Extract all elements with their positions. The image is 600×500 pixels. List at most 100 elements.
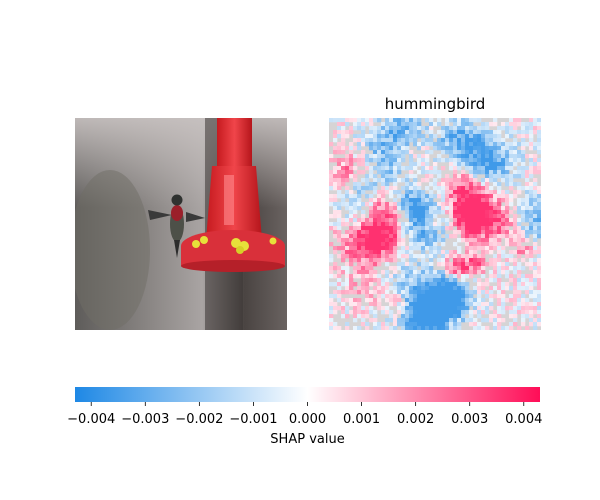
heatmap-cell [453, 154, 458, 159]
heatmap-cell [369, 138, 374, 143]
heatmap-cell [441, 306, 446, 311]
heatmap-cell [453, 122, 458, 127]
feeder-figure [181, 118, 285, 272]
heatmap-cell [329, 326, 334, 330]
heatmap-cell [469, 250, 474, 255]
heatmap-cell [421, 226, 426, 231]
heatmap-cell [505, 158, 510, 163]
heatmap-cell [361, 230, 366, 235]
heatmap-cell [389, 146, 394, 151]
heatmap-cell [537, 198, 541, 203]
heatmap-cell [337, 270, 342, 275]
heatmap-cell [489, 246, 494, 251]
heatmap-cell [485, 238, 490, 243]
heatmap-cell [505, 306, 510, 311]
heatmap-cell [349, 146, 354, 151]
heatmap-cell [389, 158, 394, 163]
heatmap-cell [365, 154, 370, 159]
heatmap-cell [409, 166, 414, 171]
heatmap-cell [533, 226, 538, 231]
heatmap-cell [445, 202, 450, 207]
heatmap-cell [361, 178, 366, 183]
heatmap-cell [461, 118, 466, 123]
heatmap-cell [537, 302, 541, 307]
heatmap-cell [469, 234, 474, 239]
heatmap-cell [349, 254, 354, 259]
heatmap-cell [381, 234, 386, 239]
heatmap-cell [393, 142, 398, 147]
heatmap-cell [521, 318, 526, 323]
heatmap-cell [513, 278, 518, 283]
heatmap-cell [445, 134, 450, 139]
heatmap-cell [501, 142, 506, 147]
heatmap-cell [461, 262, 466, 267]
heatmap-cell [377, 306, 382, 311]
heatmap-cell [497, 310, 502, 315]
heatmap-cell [405, 246, 410, 251]
heatmap-cell [405, 166, 410, 171]
heatmap-cell [505, 134, 510, 139]
heatmap-cell [337, 202, 342, 207]
heatmap-cell [497, 190, 502, 195]
heatmap-cell [457, 298, 462, 303]
heatmap-cell [397, 286, 402, 291]
heatmap-cell [473, 278, 478, 283]
heatmap-cell [369, 270, 374, 275]
heatmap-cell [453, 222, 458, 227]
heatmap-cell [469, 298, 474, 303]
heatmap-cell [489, 158, 494, 163]
heatmap-cell [473, 138, 478, 143]
heatmap-cell [517, 158, 522, 163]
heatmap-cell [385, 306, 390, 311]
heatmap-cell [465, 150, 470, 155]
heatmap-cell [513, 290, 518, 295]
heatmap-cell [509, 182, 514, 187]
heatmap-cell [377, 134, 382, 139]
heatmap-cell [441, 238, 446, 243]
heatmap-cell [449, 198, 454, 203]
heatmap-cell [469, 222, 474, 227]
heatmap-cell [337, 266, 342, 271]
heatmap-cell [429, 310, 434, 315]
heatmap-cell [513, 126, 518, 131]
heatmap-cell [501, 266, 506, 271]
heatmap-cell [357, 250, 362, 255]
heatmap-cell [365, 326, 370, 330]
heatmap-cell [457, 230, 462, 235]
heatmap-cell [533, 310, 538, 315]
heatmap-cell [469, 174, 474, 179]
heatmap-cell [465, 118, 470, 123]
heatmap-cell [517, 326, 522, 330]
heatmap-cell [433, 214, 438, 219]
heatmap-cell [333, 306, 338, 311]
heatmap-cell [537, 130, 541, 135]
heatmap-cell [369, 186, 374, 191]
heatmap-cell [393, 250, 398, 255]
heatmap-cell [345, 234, 350, 239]
heatmap-cell [497, 322, 502, 327]
heatmap-cell [425, 162, 430, 167]
heatmap-cell [361, 170, 366, 175]
heatmap-cell [533, 218, 538, 223]
heatmap-cell [473, 306, 478, 311]
heatmap-cell [469, 162, 474, 167]
heatmap-cell [461, 310, 466, 315]
heatmap-cell [405, 310, 410, 315]
heatmap-cell [449, 146, 454, 151]
heatmap-cell [405, 326, 410, 330]
heatmap-cell [469, 238, 474, 243]
heatmap-cell [381, 202, 386, 207]
heatmap-cell [453, 302, 458, 307]
heatmap-cell [401, 274, 406, 279]
heatmap-cell [457, 138, 462, 143]
heatmap-cell [373, 202, 378, 207]
heatmap-cell [405, 186, 410, 191]
heatmap-cell [521, 278, 526, 283]
heatmap-cell [513, 230, 518, 235]
heatmap-cell [361, 242, 366, 247]
heatmap-cell [493, 130, 498, 135]
heatmap-cell [537, 314, 541, 319]
heatmap-cell [497, 262, 502, 267]
heatmap-cell [349, 202, 354, 207]
heatmap-cell [413, 266, 418, 271]
